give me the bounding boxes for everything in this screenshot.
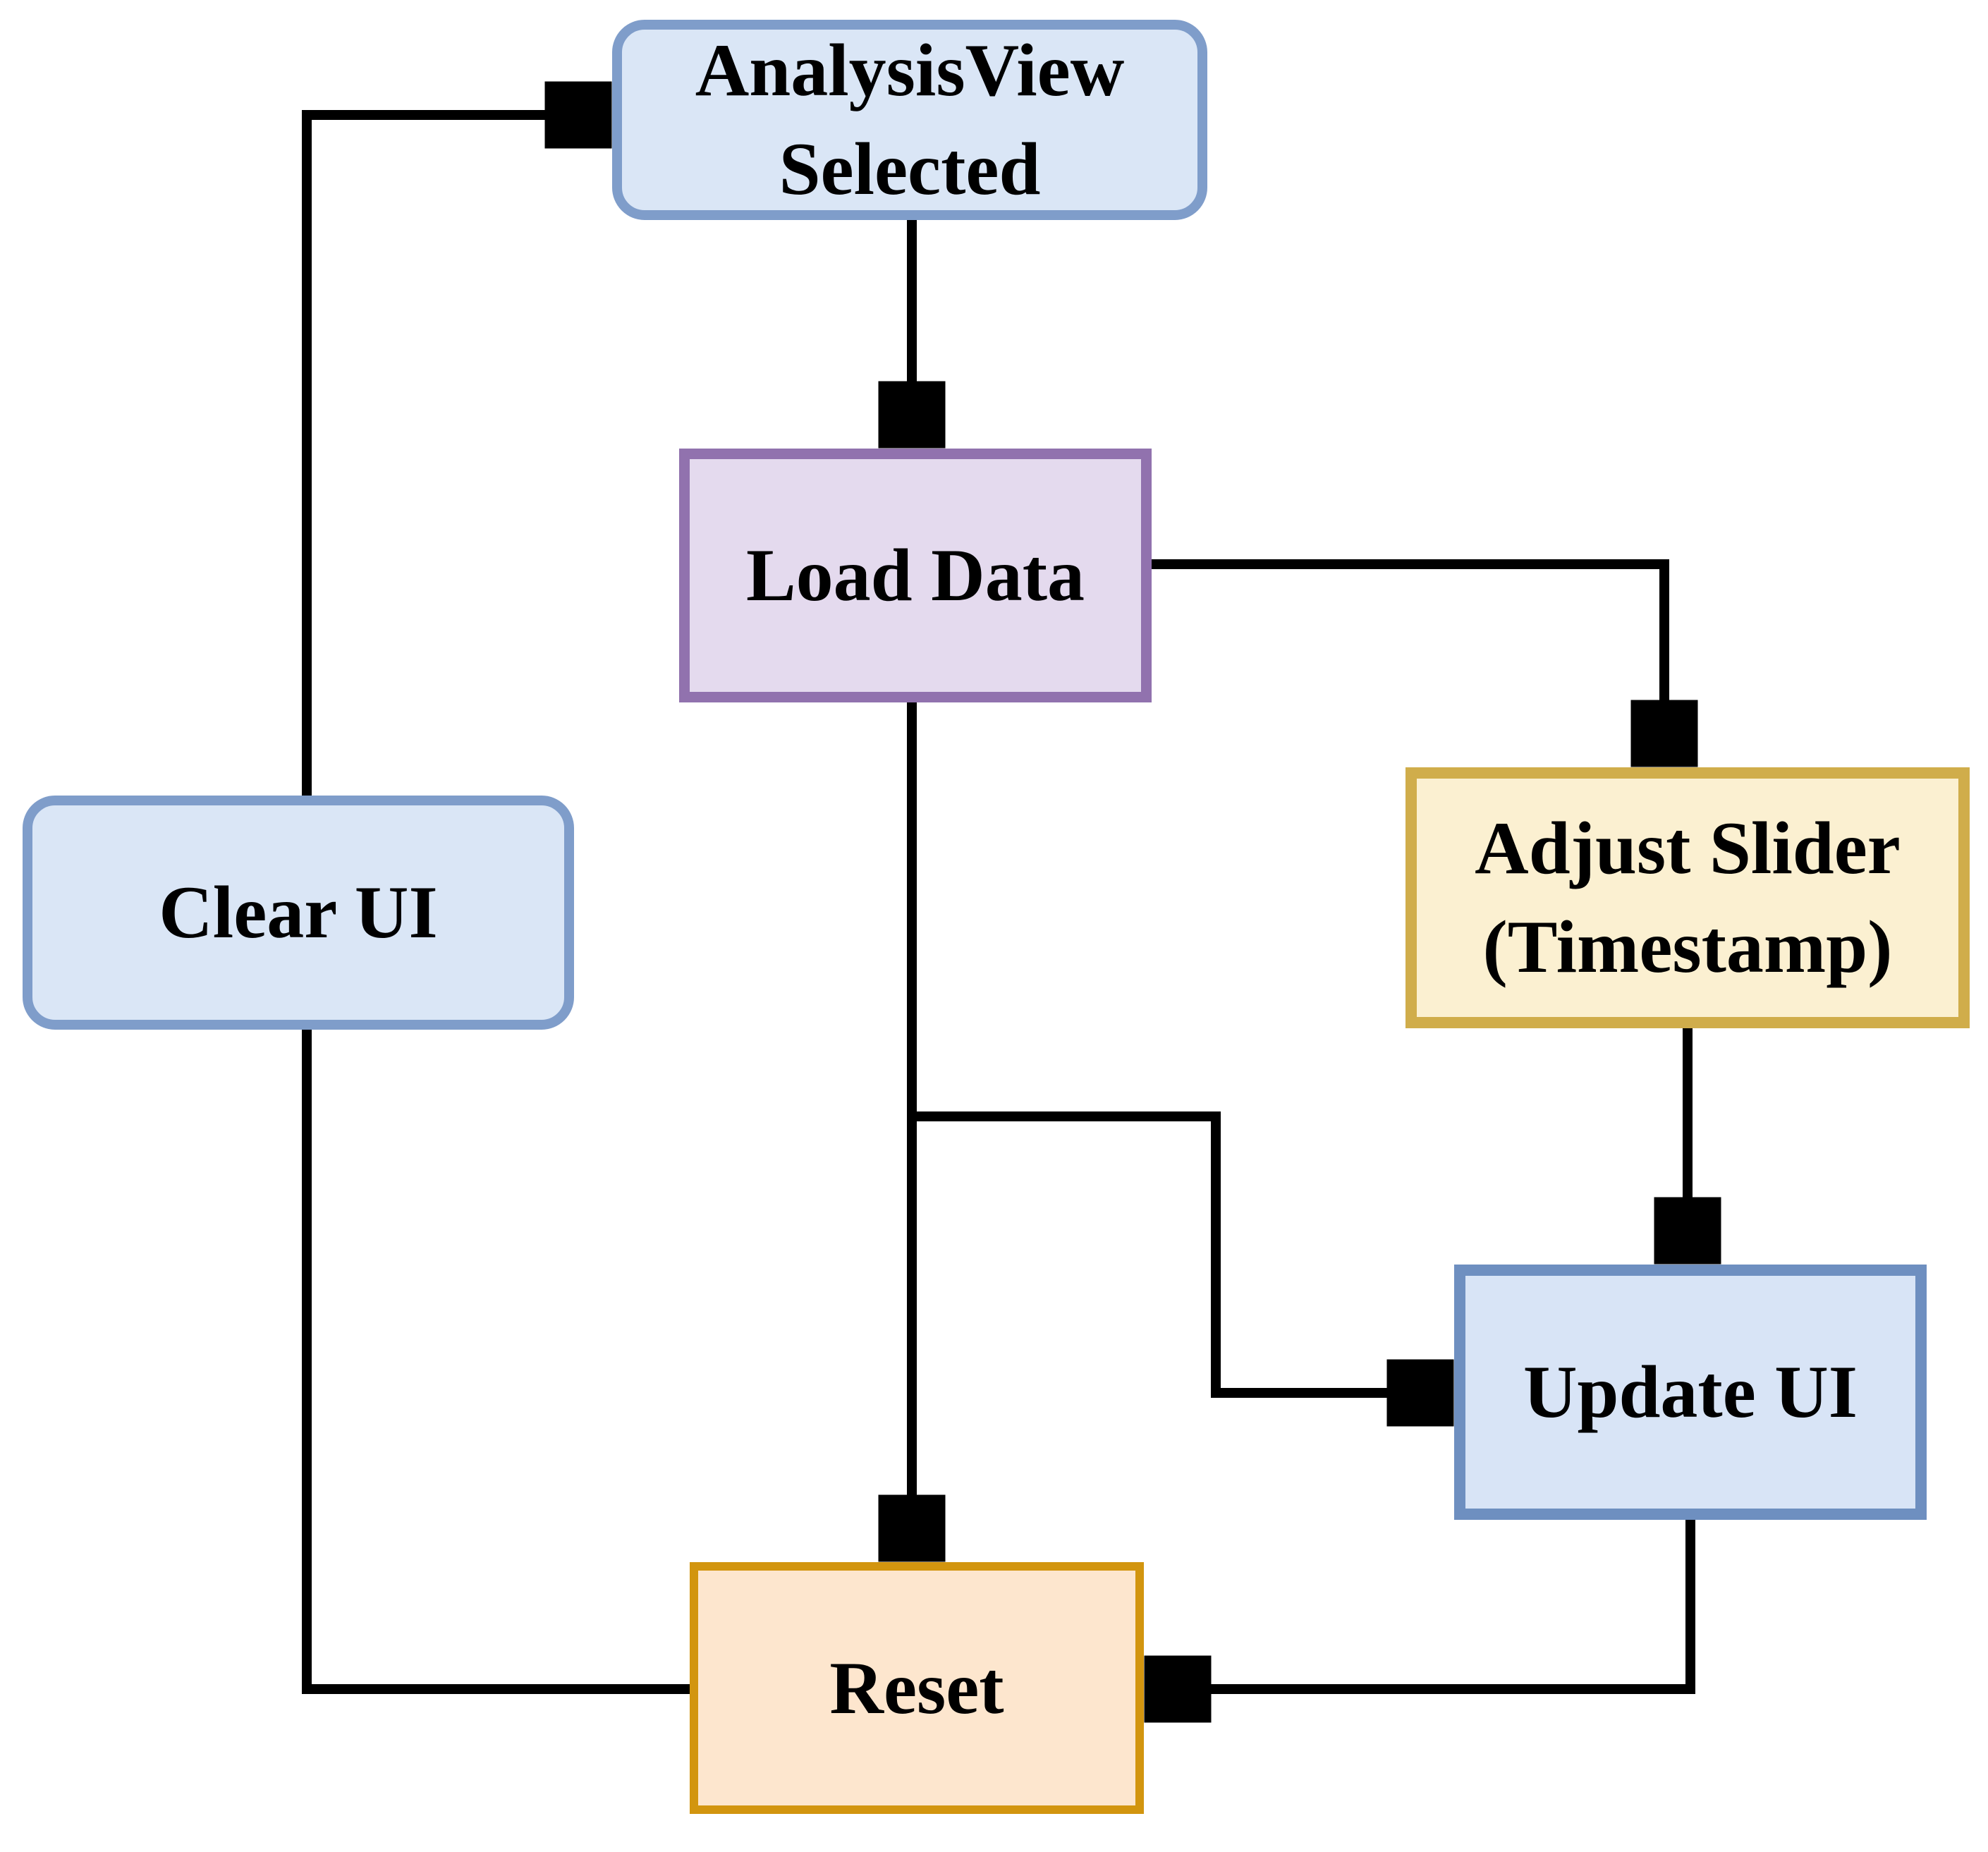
node-adjust-slider-timestamp: Adjust Slider (Timestamp) [1405, 767, 1970, 1028]
node-analysisview-selected-label-line1: AnalysisView [695, 29, 1125, 112]
edge-load-data-to-update-ui [912, 1111, 1447, 1393]
node-analysisview-selected-label-line2: Selected [779, 128, 1041, 210]
edge-update-ui-to-reset [1151, 1520, 1695, 1689]
node-load-data: Load Data [679, 449, 1152, 702]
node-adjust-slider-label-line2: (Timestamp) [1482, 906, 1893, 988]
node-update-ui-label: Update UI [1523, 1351, 1858, 1434]
node-clear-ui: Clear UI [23, 796, 574, 1030]
node-adjust-slider-label-line1: Adjust Slider [1475, 807, 1901, 890]
edge-load-data-to-adjust-slider [1152, 559, 1664, 760]
node-analysisview-selected: AnalysisView Selected [612, 20, 1207, 220]
node-reset: Reset [690, 1562, 1144, 1814]
node-clear-ui-label: Clear UI [159, 871, 438, 954]
node-load-data-label: Load Data [745, 534, 1085, 617]
node-update-ui: Update UI [1454, 1265, 1927, 1520]
node-reset-label: Reset [829, 1646, 1004, 1729]
